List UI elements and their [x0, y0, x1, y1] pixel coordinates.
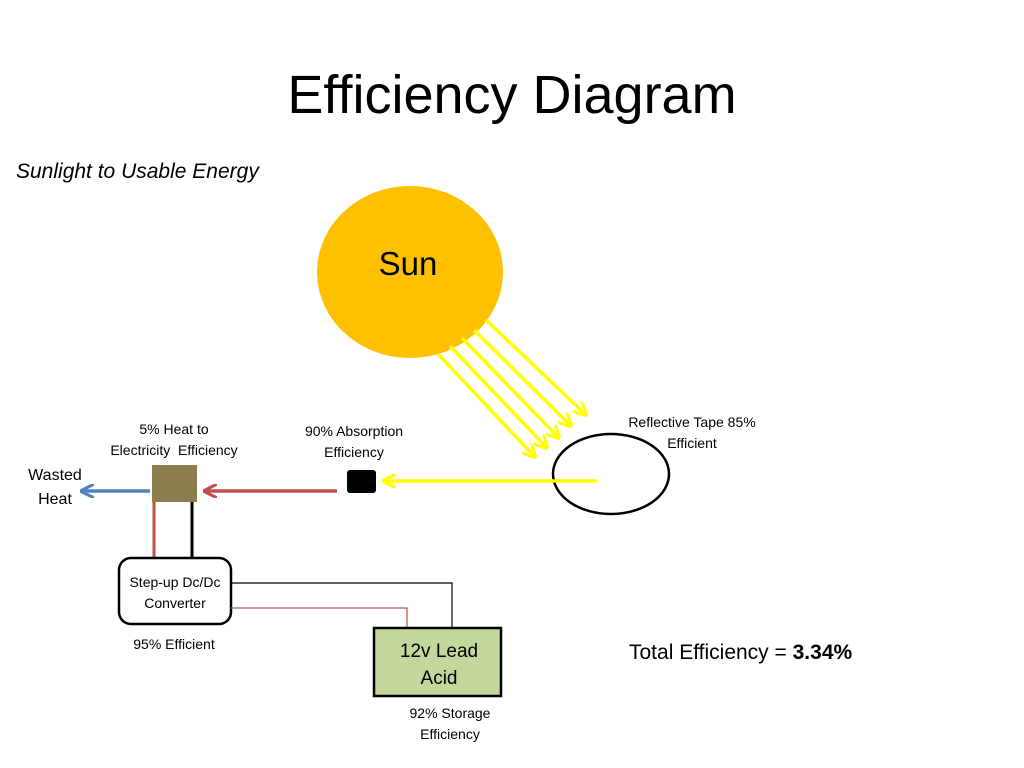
total-efficiency-value: 3.34% — [792, 641, 853, 664]
sun-ray-3 — [460, 336, 558, 437]
absorber-label: 90% Absorption Efficiency — [288, 421, 420, 463]
sun-ray-1 — [484, 318, 585, 414]
total-efficiency-label: Total Efficiency = — [629, 641, 793, 664]
sunlight-rays — [436, 318, 585, 456]
heat-generator-label-line2: Electricity Efficiency — [110, 442, 238, 458]
total-efficiency: Total Efficiency = 3.34% — [629, 640, 852, 666]
converter-efficiency-label: 95% Efficient — [133, 636, 215, 652]
absorber-label-line1: 90% Absorption — [304, 423, 404, 439]
battery-efficiency-label: 92% Storage Efficiency — [386, 703, 514, 745]
battery-shape — [372, 626, 503, 698]
converter-label-line2: Converter — [144, 595, 206, 611]
reflective-tape-label-line1: Reflective Tape 85% — [628, 414, 756, 430]
converter-shape — [117, 556, 233, 626]
battery-label-line1: 12v Lead — [399, 641, 479, 662]
sun-ray-4 — [448, 344, 546, 447]
battery-label-line2: Acid — [420, 668, 458, 689]
heat-generator-label: 5% Heat to Electricity Efficiency — [96, 419, 252, 461]
converter-red-wire — [231, 607, 408, 628]
reflective-tape-label-line2: Efficient — [667, 435, 717, 451]
sun-ray-5 — [436, 352, 534, 456]
reflective-tape-label: Reflective Tape 85% Efficient — [612, 412, 772, 454]
sun-label: Sun — [378, 245, 438, 282]
slide-title: Efficiency Diagram — [287, 65, 737, 125]
converter-label: Step-up Dc/Dc Converter — [120, 572, 230, 614]
battery-efficiency-line2: Efficiency — [420, 726, 480, 742]
slide-subtitle: Sunlight to Usable Energy — [16, 160, 259, 183]
sun-shape — [317, 186, 503, 358]
converter-label-line1: Step-up Dc/Dc — [129, 574, 221, 590]
battery-label: 12v Lead Acid — [376, 638, 502, 692]
absorber-shape — [347, 470, 376, 493]
wasted-heat-label-line1: Wasted — [28, 467, 82, 484]
absorber-label-line2: Efficiency — [324, 444, 384, 460]
wasted-heat-label-line2: Heat — [38, 491, 72, 508]
sun-ray-2 — [472, 328, 570, 425]
reflective-tape-shape — [551, 432, 671, 516]
wasted-heat-label: Wasted Heat — [14, 464, 96, 512]
heat-generator-label-line1: 5% Heat to — [139, 421, 209, 437]
heat-generator-shape — [152, 465, 197, 502]
battery-efficiency-line1: 92% Storage — [409, 705, 491, 721]
converter-black-wire — [231, 582, 453, 628]
